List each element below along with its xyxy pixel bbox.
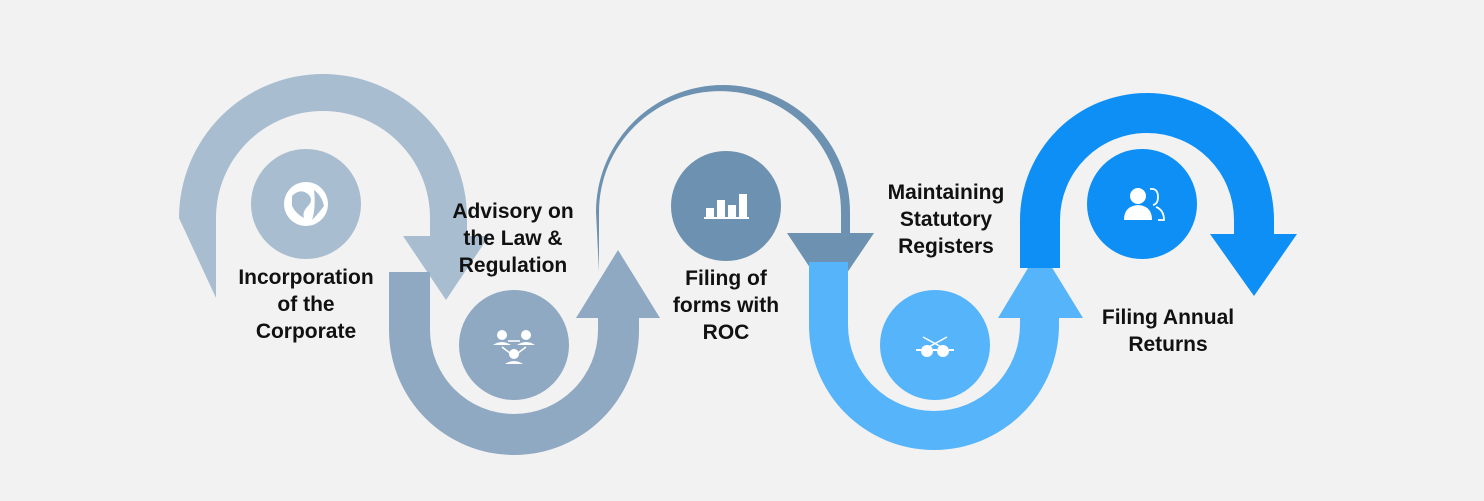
bar-chart-icon [704,194,749,219]
icon-circle-5 [1087,149,1197,259]
step-3-line-2: forms with [672,294,780,317]
step-1-line-2: of the [277,293,335,316]
glasses-icon [916,336,954,357]
step-label-1: Incorporation of the Corporate [232,264,380,345]
icon-circle-3 [671,151,781,261]
users-icon [1124,188,1165,221]
step-4-line-3: Registers [898,235,994,258]
people-network-icon [493,330,535,364]
step-5-line-2: Returns [1128,333,1208,356]
step-1-line-3: Corporate [255,320,357,343]
step-label-4: Maintaining Statutory Registers [876,179,1016,260]
flow-arc-2 [389,250,660,455]
step-2-line-1: Advisory on [452,200,574,223]
step-5-line-1: Filing Annual [1101,306,1235,329]
flow-arc-3 [596,85,874,298]
step-3-line-1: Filing of [685,267,767,290]
icon-circle-2 [459,290,569,400]
step-label-5: Filing Annual Returns [1092,304,1244,358]
step-label-2: Advisory on the Law & Regulation [444,198,582,279]
icon-circle-4 [880,290,990,400]
globe-icon [284,182,328,226]
step-2-line-2: the Law & [463,227,563,250]
step-3-line-3: ROC [702,321,750,344]
step-4-line-2: Statutory [899,208,993,231]
flow-arc-1 [179,74,489,300]
flow-arc-5 [1020,93,1297,296]
step-4-line-1: Maintaining [887,181,1005,204]
step-label-3: Filing of forms with ROC [664,265,788,346]
step-1-line-1: Incorporation [238,266,374,289]
flow-arc-4 [809,248,1083,450]
step-2-line-3: Regulation [458,254,568,277]
